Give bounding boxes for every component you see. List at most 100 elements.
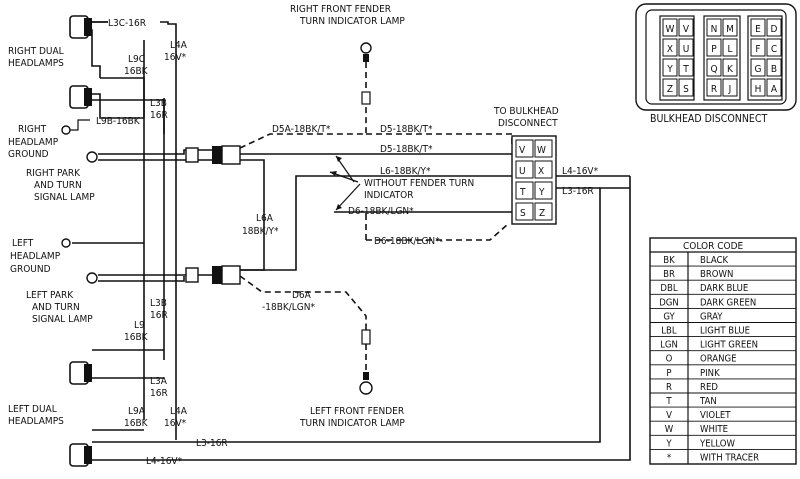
label-without-2: INDICATOR (364, 190, 413, 201)
pin-s: S (520, 208, 526, 219)
bulkhead-pin-cell (766, 38, 782, 57)
color-code-name: RED (700, 382, 718, 393)
pin-w: W (537, 145, 546, 156)
bulkhead-pin-cell (750, 18, 766, 37)
label-l4a-bottom-1: L4A (170, 406, 188, 417)
right-park-bulb (86, 151, 98, 163)
bulkhead-pin-label: M (726, 24, 734, 35)
bulkhead-pin-cell (678, 18, 694, 37)
label-l4-bottom: L4-16V* (146, 456, 183, 467)
right-ground-symbol (61, 119, 90, 135)
label-left-park-1: LEFT PARK (26, 290, 74, 301)
bulkhead-pins: V W U X T Y S Z (519, 145, 546, 219)
wire-l9c-loop (90, 29, 101, 78)
pin-x: X (538, 166, 544, 177)
label-l9c-2: 16BK (124, 66, 149, 77)
bulkhead-pin-cell (766, 58, 782, 77)
color-code-abbrev: P (666, 368, 671, 379)
bulkhead-pin-label: S (683, 84, 689, 95)
pin-y: Y (538, 187, 545, 198)
color-code-name: GRAY (700, 311, 723, 322)
label-d5a: D5A-18BK/T* (272, 124, 331, 135)
color-code-name: ORANGE (700, 354, 737, 365)
color-code-abbrev: O (666, 354, 673, 365)
bulkhead-pin-cell (722, 18, 738, 37)
connector-left (185, 265, 241, 285)
bulkhead-pin-cell (750, 38, 766, 57)
color-code-abbrev: BK (663, 255, 675, 266)
color-code-abbrev: LGN (660, 340, 678, 351)
bulkhead-pin-cell (706, 58, 722, 77)
color-code-abbrev: Y (665, 438, 672, 449)
wire-l4-16v (92, 176, 631, 461)
bulkhead-pin-cell (662, 58, 678, 77)
bulkhead-pin-cell (766, 18, 782, 37)
label-l3b-lower-1: L3B (150, 298, 167, 309)
label-left-park-3: SIGNAL LAMP (32, 314, 93, 325)
color-code-abbrev: LBL (661, 326, 677, 337)
color-code-abbrev: * (667, 452, 672, 463)
color-code-name: PINK (700, 368, 720, 379)
headlamp-right-upper (69, 15, 92, 39)
bulkhead-pin-cell (706, 78, 722, 97)
color-code-abbrev: R (666, 382, 672, 393)
pin-v: V (519, 145, 526, 156)
label-to-bulkhead-2: DISCONNECT (498, 118, 558, 129)
label-l3-bottom: L3-16R (196, 438, 228, 449)
bulkhead-pin-label: H (755, 84, 762, 95)
bulkhead-pin-label: N (711, 24, 718, 35)
label-l3b-lower-2: 16R (150, 310, 168, 321)
bulkhead-pin-label: D (771, 24, 778, 35)
bulkhead-pin-label: K (727, 64, 734, 75)
connector-right (185, 145, 241, 165)
label-right-park-3: SIGNAL LAMP (34, 192, 95, 203)
annotation-arrows (329, 155, 361, 211)
label-right-park-1: RIGHT PARK (26, 168, 81, 179)
bulkhead-disconnect-title: BULKHEAD DISCONNECT (650, 113, 767, 125)
bulkhead-pin-cell (678, 58, 694, 77)
arrowhead-2 (330, 171, 337, 176)
label-l3a-1: L3A (150, 376, 168, 387)
bulkhead-pin-label: T (682, 64, 689, 75)
bulkhead-pin-cell (722, 58, 738, 77)
label-l4a-bottom-2: 16V* (164, 418, 187, 429)
label-lf-lamp-1: LEFT FRONT FENDER (310, 406, 404, 417)
label-l3c: L3C-16R (108, 18, 146, 29)
bulkhead-pin-label: U (683, 44, 690, 55)
label-right-ground-2: HEADLAMP (8, 137, 59, 148)
label-l3b-2: 16R (150, 110, 168, 121)
color-code-name: WITH TRACER (700, 452, 759, 463)
label-l9-1: L9 (134, 320, 145, 331)
bulkhead-pin-label: J (728, 84, 732, 95)
arrowhead-3 (336, 204, 342, 210)
label-left-dual-2: HEADLAMPS (8, 416, 64, 427)
bulkhead-pin-label: A (771, 84, 778, 95)
color-code-name: BROWN (700, 269, 733, 280)
bulkhead-pin-label: B (771, 64, 777, 75)
dashed-wires (239, 104, 513, 330)
bulkhead-pin-label: R (711, 84, 717, 95)
label-l3-right: L3-16R (562, 186, 594, 197)
bulkhead-pin-cell (662, 18, 678, 37)
label-l9a-1: L9A (128, 406, 146, 417)
pin-z: Z (539, 208, 545, 219)
label-left-ground-1: LEFT (12, 238, 34, 249)
label-left-park-2: AND TURN (32, 302, 80, 313)
label-l4a-top-1: L4A (170, 40, 188, 51)
color-code-abbrev: DGN (659, 297, 679, 308)
color-code-name: WHITE (700, 424, 728, 435)
label-l9a-2: 16BK (124, 418, 149, 429)
arrow-3 (335, 183, 361, 211)
left-fender-lamp (359, 329, 373, 395)
bulkhead-pin-cell (662, 38, 678, 57)
label-l3a-2: 16R (150, 388, 168, 399)
bulkhead-pin-cell (722, 38, 738, 57)
wire-l9b (90, 93, 144, 119)
headlamp-right-lower (69, 85, 92, 109)
bulkhead-pin-label: F (755, 44, 760, 55)
wire-l6-solid (240, 175, 512, 271)
bulkhead-pin-cell (678, 78, 694, 97)
right-fender-lamp (360, 42, 372, 105)
color-code-abbrev: GY (663, 311, 675, 322)
